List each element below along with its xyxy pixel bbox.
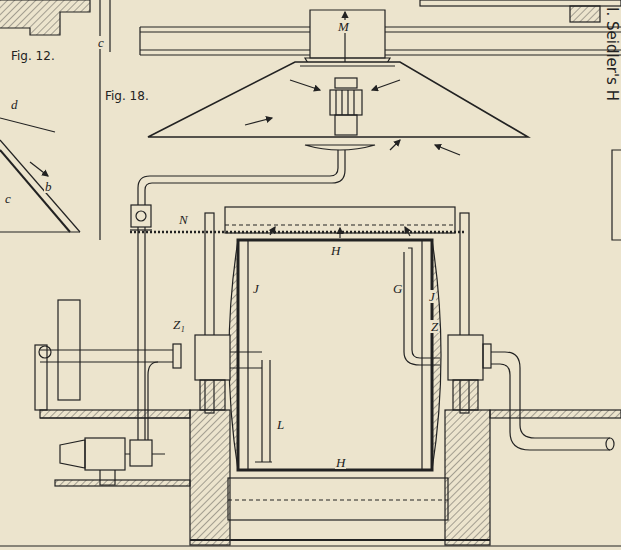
part-letter: J [252,282,260,295]
part-letter: N [178,213,189,226]
part-letter: H [335,456,346,469]
part-letter: G [392,282,403,295]
plate-title: I. Seidler's H [604,6,619,102]
part-letter: Z [430,320,439,333]
part-letter: L [276,418,285,431]
part-letter: b [44,180,53,193]
part-letter: J [428,290,436,303]
figure-number: Fig. 12. [10,50,56,62]
part-letter: H [330,244,341,257]
part-letter: c [4,192,12,205]
part-letter: M [337,20,350,33]
part-letter: Z₁ [172,318,186,331]
part-letter: d [10,98,19,111]
part-letter: c [97,36,105,49]
figure-number: Fig. 18. [104,90,150,102]
